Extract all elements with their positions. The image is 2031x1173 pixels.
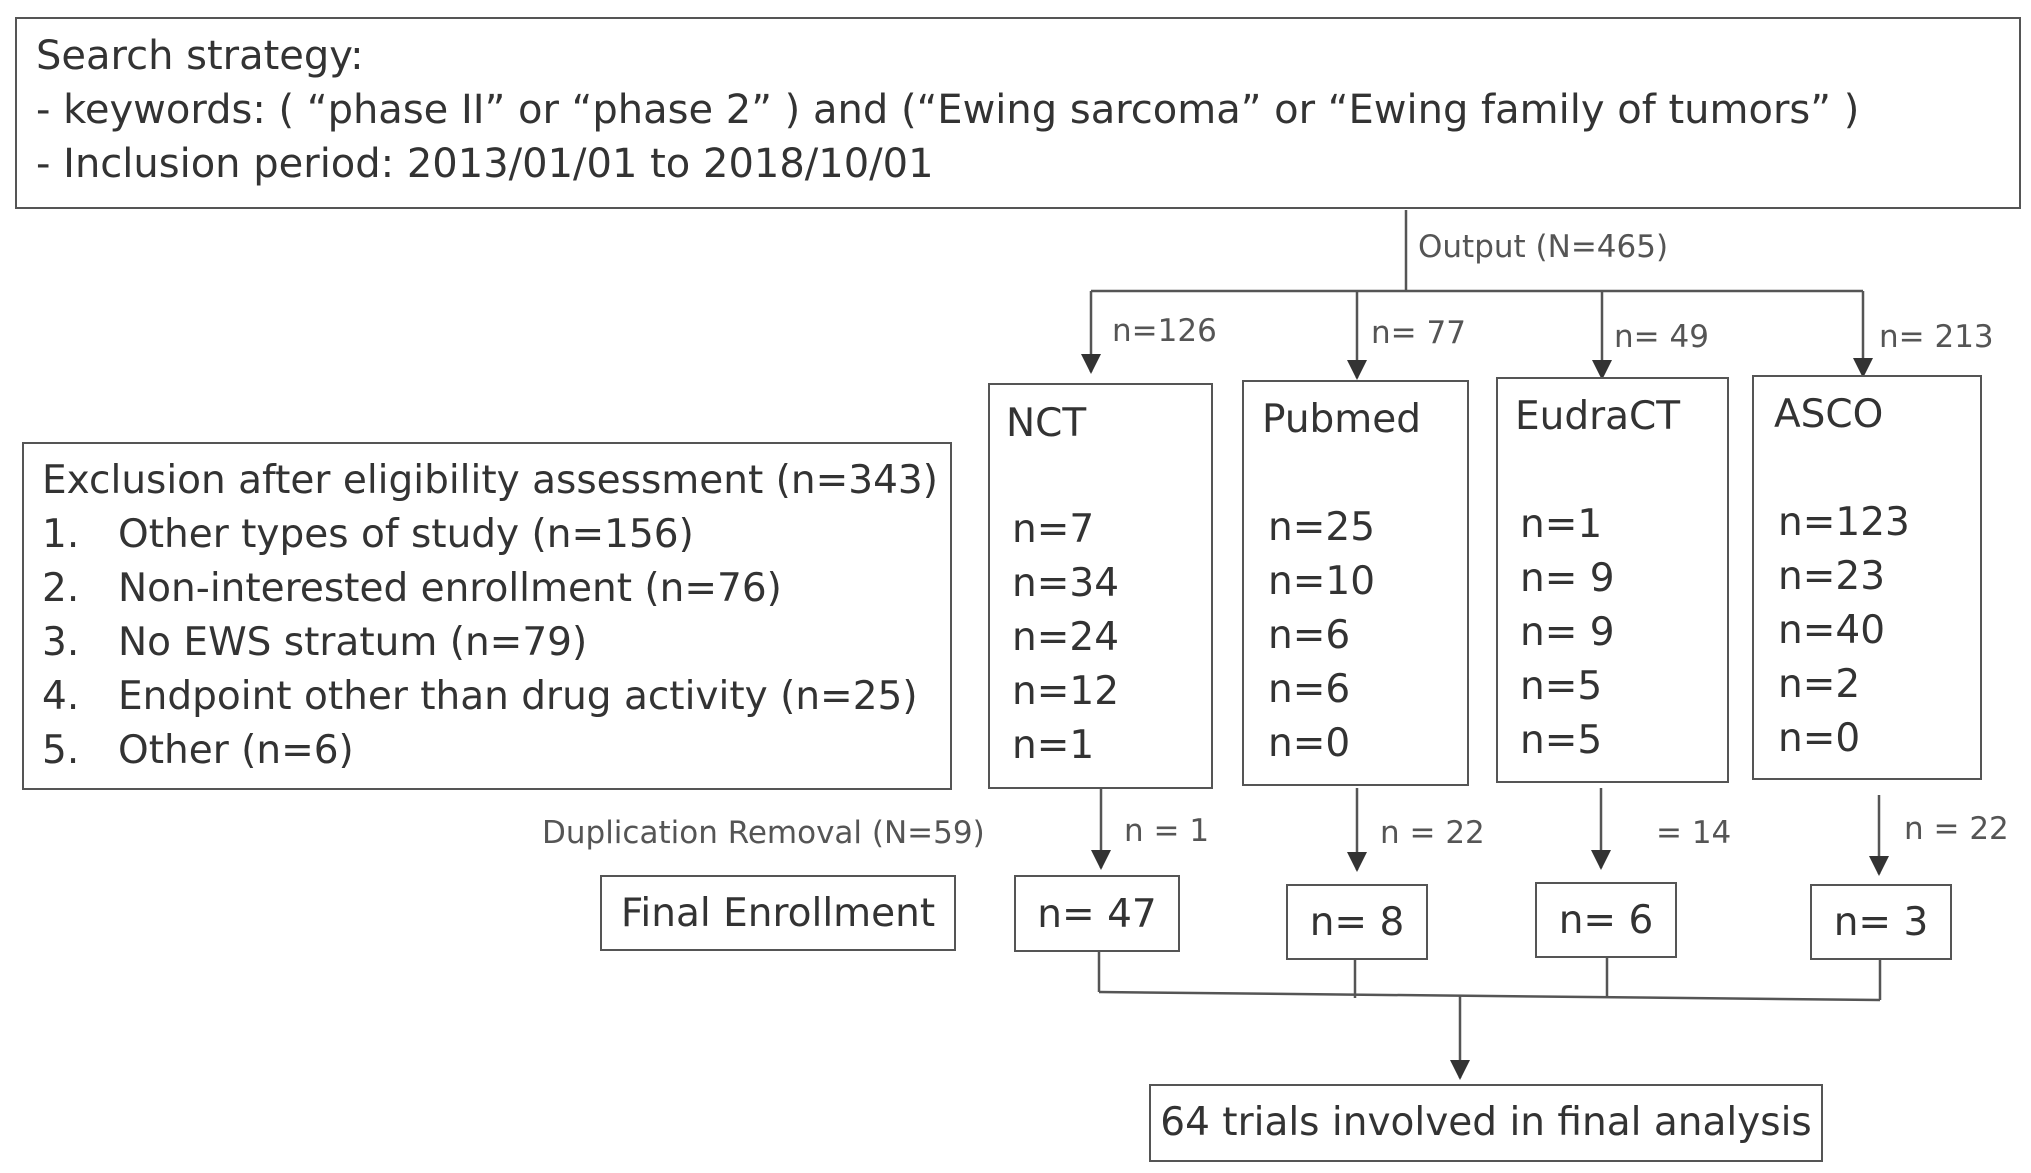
source-box-asco bbox=[1752, 375, 1982, 780]
source-name: Pubmed bbox=[1262, 397, 1422, 442]
source-count: n=24 bbox=[1012, 615, 1120, 660]
asco-in-label: n= 213 bbox=[1879, 319, 1994, 355]
exclusion-item-text: Non-interested enrollment (n=76) bbox=[118, 566, 782, 611]
final-analysis-box bbox=[1149, 1084, 1823, 1162]
exclusion-item-num: 5. bbox=[42, 728, 80, 773]
source-count: n=40 bbox=[1778, 608, 1886, 653]
output-label: Output (N=465) bbox=[1418, 229, 1669, 265]
exclusion-item-num: 3. bbox=[42, 620, 80, 665]
final-count: n= 3 bbox=[1833, 900, 1929, 945]
search-strategy-box bbox=[15, 17, 2021, 209]
source-count: n=0 bbox=[1268, 721, 1351, 766]
final-count: n= 8 bbox=[1309, 900, 1405, 945]
asco-dup-label: n = 22 bbox=[1904, 811, 2009, 847]
eudract-in-label: n= 49 bbox=[1614, 319, 1709, 355]
source-count: n=2 bbox=[1778, 662, 1861, 707]
pubmed-dup-label: n = 22 bbox=[1380, 815, 1485, 851]
nct-dup-label: n = 1 bbox=[1124, 813, 1210, 849]
source-count: n=6 bbox=[1268, 667, 1351, 712]
source-count: n=5 bbox=[1520, 664, 1603, 709]
exclusion-item-text: Endpoint other than drug activity (n=25) bbox=[118, 674, 918, 719]
exclusion-item-num: 4. bbox=[42, 674, 80, 719]
final-count: n= 47 bbox=[1037, 892, 1157, 937]
final-box-asco bbox=[1810, 884, 1952, 960]
final-box-pubmed bbox=[1286, 884, 1428, 960]
search-period: - Inclusion period: 2013/01/01 to 2018/1… bbox=[36, 141, 934, 187]
final-enrollment-label-box bbox=[600, 875, 956, 951]
exclusion-item-text: Other types of study (n=156) bbox=[118, 512, 694, 557]
exclusion-item-text: Other (n=6) bbox=[118, 728, 354, 773]
source-count: n=23 bbox=[1778, 554, 1886, 599]
exclusion-title: Exclusion after eligibility assessment (… bbox=[42, 458, 938, 503]
merge-bar-line bbox=[1098, 990, 1881, 1002]
source-count: n=6 bbox=[1268, 613, 1351, 658]
final-count: n= 6 bbox=[1558, 898, 1654, 943]
source-box-nct bbox=[988, 383, 1213, 789]
nct-in-label: n=126 bbox=[1112, 313, 1217, 349]
source-count: n=0 bbox=[1778, 716, 1861, 761]
source-name: NCT bbox=[1006, 401, 1087, 446]
source-count: n=34 bbox=[1012, 561, 1120, 606]
source-box-pubmed bbox=[1242, 380, 1469, 786]
source-box-eudract bbox=[1496, 377, 1729, 783]
search-keywords: - keywords: ( “phase II” or “phase 2” ) … bbox=[36, 87, 1860, 133]
search-title: Search strategy: bbox=[36, 33, 364, 79]
source-count: n=1 bbox=[1012, 723, 1095, 768]
source-count: n= 9 bbox=[1520, 556, 1615, 601]
source-count: n=25 bbox=[1268, 505, 1376, 550]
exclusion-item-text: No EWS stratum (n=79) bbox=[118, 620, 588, 665]
final-box-eudract bbox=[1535, 882, 1677, 958]
source-count: n=5 bbox=[1520, 718, 1603, 763]
source-name: EudraCT bbox=[1515, 394, 1681, 439]
duplication-label: Duplication Removal (N=59) bbox=[542, 815, 985, 851]
source-name: ASCO bbox=[1774, 392, 1884, 437]
eudract-dup-label: = 14 bbox=[1656, 815, 1732, 851]
pubmed-in-label: n= 77 bbox=[1371, 315, 1466, 351]
source-count: n=1 bbox=[1520, 502, 1603, 547]
final-analysis-text: 64 trials involved in final analysis bbox=[1160, 1100, 1812, 1145]
source-count: n=7 bbox=[1012, 507, 1095, 552]
final-box-nct bbox=[1014, 875, 1180, 952]
exclusion-item-num: 1. bbox=[42, 512, 80, 557]
source-count: n=12 bbox=[1012, 669, 1120, 714]
source-count: n=123 bbox=[1778, 500, 1910, 545]
exclusion-item-num: 2. bbox=[42, 566, 80, 611]
final-enrollment-label: Final Enrollment bbox=[620, 891, 936, 936]
source-count: n=10 bbox=[1268, 559, 1376, 604]
source-count: n= 9 bbox=[1520, 610, 1615, 655]
exclusion-box bbox=[22, 442, 952, 790]
